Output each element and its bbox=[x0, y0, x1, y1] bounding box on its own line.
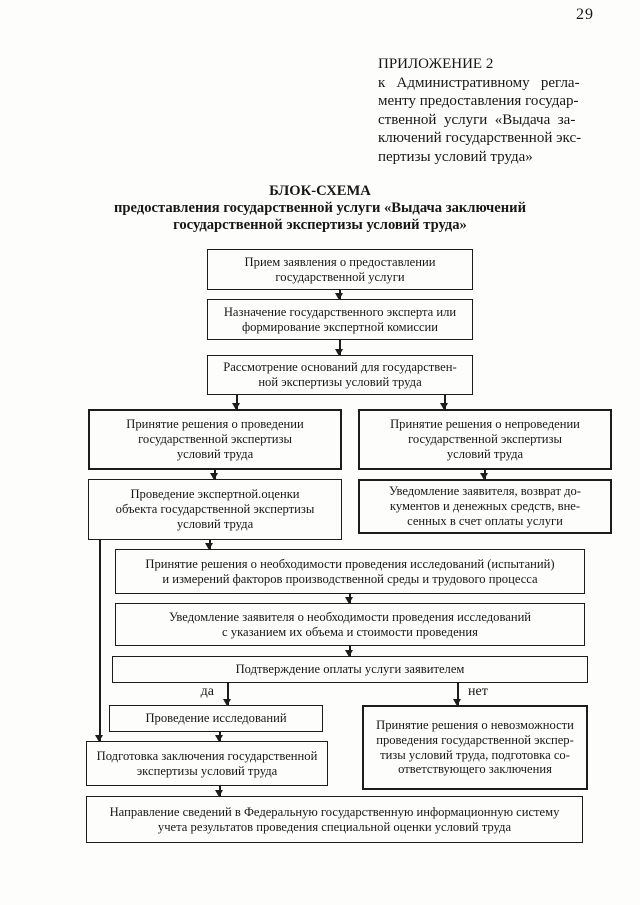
step-assign-expert: Назначение государственного эксперта или… bbox=[207, 299, 473, 340]
step-receive-application: Прием заявления о предоставлении государ… bbox=[207, 249, 473, 290]
arrowhead-icon bbox=[95, 735, 103, 742]
arrow-line bbox=[236, 395, 238, 409]
step-prepare-conclusion: Подготовка заключения государственной эк… bbox=[86, 741, 328, 786]
arrow-line bbox=[457, 683, 459, 705]
flowchart-title: БЛОК-СХЕМА предоставления государственно… bbox=[114, 183, 526, 233]
arrowhead-icon bbox=[205, 543, 213, 550]
page-number: 29 bbox=[576, 6, 594, 23]
step-send-to-fgis: Направление сведений в Федеральную госуд… bbox=[86, 796, 583, 843]
arrowhead-icon bbox=[215, 735, 223, 742]
arrowhead-icon bbox=[440, 403, 448, 410]
arrowhead-icon bbox=[215, 790, 223, 797]
step-payment-confirmation: Подтверждение оплаты услуги заявителем bbox=[112, 656, 588, 683]
arrow-line bbox=[99, 540, 101, 741]
step-notify-research-cost: Уведомление заявителя о необходимости пр… bbox=[115, 603, 585, 646]
arrowhead-icon bbox=[223, 699, 231, 706]
step-expert-evaluation: Проведение экспертной.оценки объекта гос… bbox=[88, 479, 342, 540]
step-consider-grounds: Рассмотрение оснований для государствен-… bbox=[207, 355, 473, 395]
branch-label-no: нет bbox=[468, 684, 488, 699]
step-decision-not-conduct: Принятие решения о непроведении государс… bbox=[358, 409, 612, 470]
arrowhead-icon bbox=[345, 597, 353, 604]
step-decision-research: Принятие решения о необходимости проведе… bbox=[115, 549, 585, 594]
arrowhead-icon bbox=[335, 293, 343, 300]
arrowhead-icon bbox=[480, 473, 488, 480]
step-decision-impossible: Принятие решения о невозможности проведе… bbox=[362, 705, 588, 790]
arrow-line bbox=[444, 395, 446, 409]
arrowhead-icon bbox=[232, 403, 240, 410]
appendix-header: ПРИЛОЖЕНИЕ 2 к Административному регла- … bbox=[378, 56, 582, 165]
arrowhead-icon bbox=[210, 473, 218, 480]
step-notify-refund: Уведомление заявителя, возврат до- кумен… bbox=[358, 479, 612, 534]
arrowhead-icon bbox=[335, 349, 343, 356]
arrow-line bbox=[339, 340, 341, 355]
step-conduct-research: Проведение исследований bbox=[109, 705, 323, 732]
arrowhead-icon bbox=[345, 650, 353, 657]
branch-label-yes: да bbox=[200, 684, 214, 699]
arrow-line bbox=[227, 683, 229, 705]
arrowhead-icon bbox=[453, 699, 461, 706]
step-decision-conduct: Принятие решения о проведении государств… bbox=[88, 409, 342, 470]
